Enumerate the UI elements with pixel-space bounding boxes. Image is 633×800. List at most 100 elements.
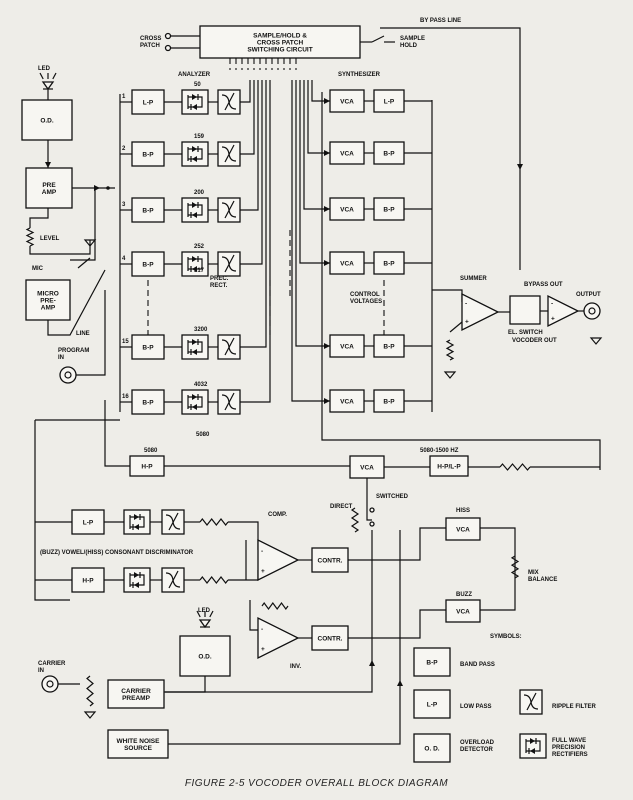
disc-resistor-icon xyxy=(199,576,229,584)
analyzer-filter-block: L-P xyxy=(131,89,165,115)
wire xyxy=(371,35,385,43)
legend-od-desc-1: OVERLOAD xyxy=(460,740,495,746)
wire xyxy=(77,257,91,269)
hp-5080-block: H-P xyxy=(129,455,165,477)
ground-icon xyxy=(83,711,97,719)
analyzer-freq-extra: 317 xyxy=(194,268,205,274)
rectifier-icon xyxy=(181,197,209,223)
lower-left-bus xyxy=(34,420,70,601)
program-in-label-1: PROGRAM xyxy=(58,348,89,354)
rectifier-icon xyxy=(181,89,209,115)
wire xyxy=(240,80,263,265)
micro-preamp-block-label: AMP xyxy=(41,305,56,312)
synth-vca-block-label: VCA xyxy=(340,399,354,406)
disc-lp-block-label: L-P xyxy=(83,520,94,527)
synth-vca-block-label: VCA xyxy=(340,344,354,351)
synth-filter-block-frame xyxy=(373,141,405,165)
analyzer-filter-block: B-P xyxy=(131,251,165,277)
hp-5080-block-frame xyxy=(129,455,165,477)
ripple-filter-icon xyxy=(217,141,241,167)
mix-balance-label-2: BALANCE xyxy=(528,577,557,583)
arrow-icon xyxy=(45,162,51,168)
wire xyxy=(47,269,106,336)
input-preamp-block: PREAMP xyxy=(25,167,73,209)
synth-filter-block-label: B-P xyxy=(383,344,395,351)
program-in-jack-icon xyxy=(59,366,77,384)
synth-filter-block-frame xyxy=(373,89,405,113)
sample-hold-label-2: HOLD xyxy=(400,43,418,49)
band-resistor-icon xyxy=(499,463,531,471)
synth-filter-block-label: B-P xyxy=(383,207,395,214)
micro-preamp-block-frame xyxy=(25,279,71,321)
ground-icon xyxy=(83,239,97,247)
ripple-filter-icon xyxy=(161,567,185,593)
hplp-block-label: H-P/L-P xyxy=(437,464,461,471)
analyzer-filter-block-label: B-P xyxy=(142,345,154,352)
analyzer-filter-block-frame xyxy=(131,251,165,277)
inv-label: INV. xyxy=(290,664,301,670)
synth-filter-block: B-P xyxy=(373,251,405,275)
input-od-block: O.D. xyxy=(21,99,73,141)
contr-bottom-block-label: CONTR. xyxy=(318,636,343,643)
hp-5080-block-label: H-P xyxy=(141,464,153,471)
mix-balance-label-1: MIX xyxy=(528,570,539,576)
analyzer-freq-label: 50 xyxy=(194,82,201,88)
wire xyxy=(168,530,401,745)
analyzer-channel-number: 16 xyxy=(122,394,129,400)
legend-fullwave-desc-3: RECTIFIERS xyxy=(552,752,588,758)
white-noise-block-frame xyxy=(107,729,169,759)
carrier-preamp-block-label: PREAMP xyxy=(122,695,150,702)
input-led-icon xyxy=(39,72,57,91)
legend-ripple-icon xyxy=(519,689,543,715)
synth-filter-block-frame xyxy=(373,389,405,413)
wire xyxy=(303,80,330,210)
switching-circuit-block-frame xyxy=(199,25,361,59)
synth-vca-block: VCA xyxy=(329,334,365,358)
synth-vca-block-frame xyxy=(329,89,365,113)
buzz-vca-block-frame xyxy=(445,599,481,623)
hp-5080-label: 5080 xyxy=(144,448,158,454)
svg-text:-: - xyxy=(551,301,553,308)
rectifier-icon xyxy=(181,334,209,360)
cross-patch-terminal xyxy=(164,44,172,52)
level-label: LEVEL xyxy=(40,236,60,242)
analyzer-filter-block-frame xyxy=(131,89,165,115)
synth-filter-block-label: B-P xyxy=(383,261,395,268)
disc-hp-block-label: H-P xyxy=(82,578,94,585)
buzz-label: BUZZ xyxy=(456,592,472,598)
analyzer-channel-number: 2 xyxy=(122,146,126,152)
wire xyxy=(104,400,130,467)
synth-vca-block: VCA xyxy=(329,251,365,275)
inv-opamp-icon: -+ xyxy=(257,616,300,660)
switched-label: SWITCHED xyxy=(376,494,409,500)
el-switch-block xyxy=(509,295,541,325)
band-vca-block-label: VCA xyxy=(360,465,374,472)
junction-dot xyxy=(106,186,110,190)
ripple-filter-icon xyxy=(217,389,241,415)
input-preamp-block-label: AMP xyxy=(42,189,57,196)
bypass-out-label: BYPASS OUT xyxy=(524,282,563,288)
analyzer-title: ANALYZER xyxy=(178,72,211,78)
switching-circuit-block-label: SAMPLE/HOLD & xyxy=(253,33,307,40)
arrow-icon xyxy=(324,260,330,266)
disc-hp-block: H-P xyxy=(71,567,105,593)
analyzer-filter-block-label: B-P xyxy=(142,400,154,407)
lower-od-block-label: O.D. xyxy=(198,654,212,661)
contr-bottom-block-frame xyxy=(311,625,349,651)
wire xyxy=(449,321,463,333)
ripple-filter-icon xyxy=(217,197,241,223)
wire xyxy=(240,80,251,103)
od-led-icon xyxy=(196,610,214,629)
wire xyxy=(432,289,463,302)
analyzer-freq-label: 252 xyxy=(194,244,205,250)
arrow-icon xyxy=(369,660,375,666)
line-label: LINE xyxy=(76,331,90,337)
arrow-icon xyxy=(397,680,403,686)
micro-preamp-block-label: PRE- xyxy=(40,298,56,305)
svg-text:+: + xyxy=(261,568,265,575)
wire xyxy=(240,80,259,211)
legend-lp-block-label: L-P xyxy=(427,702,438,709)
